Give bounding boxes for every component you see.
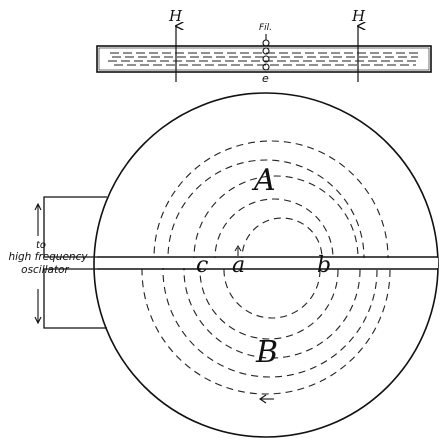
- electron-label: e: [262, 72, 269, 85]
- oscillator-label-line2: high frequency: [8, 251, 88, 263]
- exit-arrow-icon: [259, 394, 274, 404]
- side-view: H H Fil. e: [96, 7, 432, 85]
- dee-chamber-side: [96, 45, 432, 73]
- point-a-label: a: [232, 253, 245, 278]
- point-c-label: c: [196, 253, 208, 278]
- field-label-left: H: [168, 7, 183, 25]
- electron-start-arrow-icon: [234, 245, 242, 256]
- filament-icon: [262, 34, 270, 71]
- dee-a-label: A: [251, 163, 276, 198]
- oscillator-label-line3: oscillator: [21, 264, 69, 276]
- dee-chamber-inner: [98, 47, 430, 71]
- oscillator-label-line1: to: [36, 240, 46, 251]
- side-view-dashes: [108, 52, 420, 66]
- lead-lower: [43, 268, 107, 329]
- field-label-right: H: [351, 7, 366, 25]
- lead-upper: [43, 196, 107, 258]
- dee-b-label: B: [255, 335, 278, 370]
- filament-label: Fil.: [259, 23, 272, 33]
- plan-view: to high frequency oscillator A B c a b: [8, 92, 439, 438]
- oscillator-arrow-icon: [34, 202, 42, 325]
- dee-a-outline: [93, 92, 439, 262]
- point-b-label: b: [317, 253, 331, 278]
- orbit-arcs-lower: [141, 262, 391, 395]
